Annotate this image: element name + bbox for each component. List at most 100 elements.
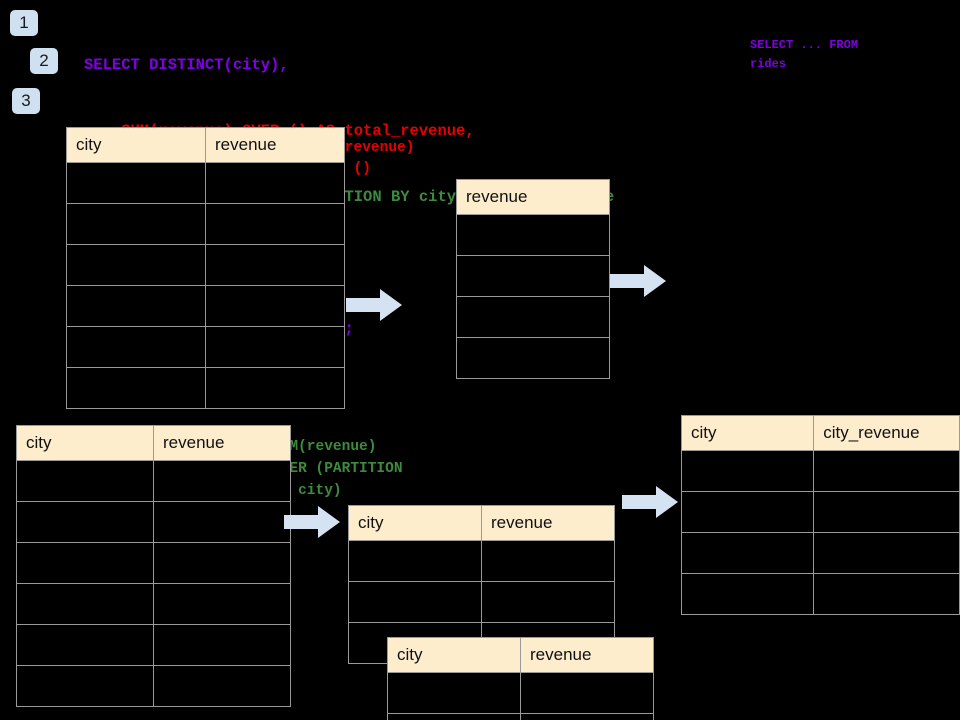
arrow-source-to-partition-icon <box>284 505 340 539</box>
table-row <box>456 214 610 256</box>
table-cell <box>680 573 815 615</box>
column-header: city <box>348 505 482 541</box>
table-cell <box>16 665 154 707</box>
table-cell <box>205 203 345 245</box>
table-cell <box>481 581 615 623</box>
table-row <box>387 672 654 714</box>
table-cell <box>16 501 154 543</box>
table-cell <box>66 162 206 204</box>
table-cell <box>680 491 815 533</box>
table-row <box>680 532 960 574</box>
table-cell <box>456 296 610 338</box>
table-row <box>16 624 291 666</box>
table-cell <box>680 450 815 492</box>
table-cell <box>456 337 610 379</box>
table-cell <box>66 367 206 409</box>
column-header: revenue <box>456 179 610 215</box>
table-row <box>456 337 610 379</box>
table-cell <box>153 583 291 625</box>
table-cell <box>680 532 815 574</box>
table-row <box>66 285 345 327</box>
table-row <box>456 296 610 338</box>
sql-line-select: SELECT DISTINCT(city), <box>84 56 289 74</box>
table-cell <box>16 624 154 666</box>
table-row <box>66 326 345 368</box>
step-badge-3: 3 <box>12 88 40 114</box>
table-row <box>387 713 654 720</box>
table-cell <box>813 532 960 574</box>
total-revenue-table: revenue <box>456 179 610 379</box>
column-header: revenue <box>520 637 654 673</box>
table-cell <box>205 285 345 327</box>
table-cell <box>205 244 345 286</box>
table-cell <box>153 665 291 707</box>
table-cell <box>66 203 206 245</box>
table-row <box>16 460 291 502</box>
table-row <box>66 203 345 245</box>
table-row <box>66 162 345 204</box>
table-cell <box>66 244 206 286</box>
column-header: revenue <box>481 505 615 541</box>
table-row <box>66 244 345 286</box>
arrow-partition-to-result-icon <box>622 485 678 519</box>
table-cell <box>481 540 615 582</box>
table-cell <box>387 713 521 720</box>
table-row <box>348 581 615 623</box>
table-cell <box>348 581 482 623</box>
table-cell <box>813 491 960 533</box>
column-header: revenue <box>153 425 291 461</box>
table-cell <box>16 583 154 625</box>
table-row <box>680 450 960 492</box>
table-cell <box>16 460 154 502</box>
column-header: city <box>66 127 206 163</box>
table-cell <box>66 285 206 327</box>
table-cell <box>153 501 291 543</box>
table-cell <box>520 713 654 720</box>
table-row <box>16 583 291 625</box>
table-header-row: revenue <box>456 179 610 215</box>
table-cell <box>348 540 482 582</box>
table-cell <box>387 672 521 714</box>
table-cell <box>456 255 610 297</box>
table-cell <box>205 162 345 204</box>
table-cell <box>153 542 291 584</box>
step-badge-2: 2 <box>30 48 58 74</box>
table-row <box>16 542 291 584</box>
step-badge-1: 1 <box>10 10 38 36</box>
table-cell <box>456 214 610 256</box>
table-row <box>16 665 291 707</box>
table-cell <box>520 672 654 714</box>
annotation-sum-over-partition: SUM(revenue) OVER (PARTITION BY city) <box>272 439 403 499</box>
table-cell <box>153 460 291 502</box>
table-row <box>680 573 960 615</box>
column-header: city <box>16 425 154 461</box>
column-header: revenue <box>205 127 345 163</box>
table-cell <box>16 542 154 584</box>
table-cell <box>205 326 345 368</box>
table-row <box>348 540 615 582</box>
table-cell <box>205 367 345 409</box>
table-cell <box>813 573 960 615</box>
column-header: city_revenue <box>813 415 960 451</box>
annotation-select-from-rides: SELECT ... FROM rides <box>750 38 859 71</box>
table-cell <box>66 326 206 368</box>
arrow-source-to-total-icon <box>346 288 402 322</box>
column-header: city <box>387 637 521 673</box>
table-row <box>456 255 610 297</box>
table-row <box>16 501 291 543</box>
table-row <box>680 491 960 533</box>
arrow-total-to-result-icon <box>610 264 666 298</box>
column-header: city <box>680 415 815 451</box>
table-row <box>66 367 345 409</box>
table-cell <box>813 450 960 492</box>
table-cell <box>153 624 291 666</box>
